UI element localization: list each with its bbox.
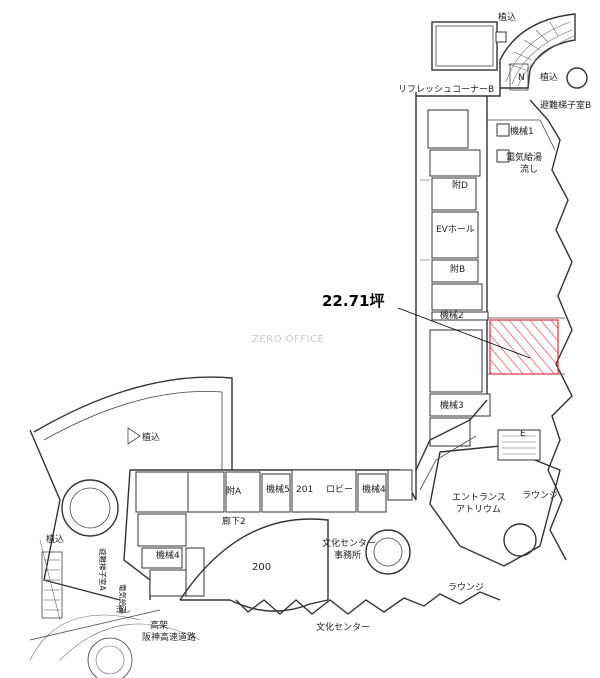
label-kouka-1: 高架 xyxy=(150,619,168,631)
north-wing xyxy=(415,88,573,561)
label-denki-2: 流し xyxy=(520,163,538,175)
watermark: ZERO OFFICE xyxy=(252,334,324,345)
label-hinan-b: 避難梯子室B xyxy=(540,99,591,111)
label-kikai-5: 機械5 xyxy=(266,483,290,495)
label-denki-w2: 流し xyxy=(116,604,131,614)
label-fuku-b: 附B xyxy=(450,263,465,275)
label-shokomi-w2: 植込 xyxy=(46,533,64,545)
label-room-200: 200 xyxy=(252,562,271,573)
label-denki: 電気給湯 xyxy=(506,151,542,163)
label-roka-2: 廊下2 xyxy=(222,515,246,527)
label-lounge-1: ラウンジ xyxy=(522,490,558,501)
label-e-mark: E xyxy=(520,429,526,439)
label-atrium: アトリウム xyxy=(456,504,501,515)
label-bunka-jimu-1: 文化センター xyxy=(322,537,376,549)
label-entrance: エントランス xyxy=(452,492,506,503)
label-kouka-2: 阪神高速道路 xyxy=(142,631,196,643)
area-label-box xyxy=(318,288,398,312)
label-kikai-4b: 機械4 xyxy=(156,549,180,561)
label-kikai-4a: 機械4 xyxy=(362,483,386,495)
label-hinan-a: 避難梯子室A xyxy=(98,548,108,591)
top-room xyxy=(431,21,507,71)
label-ev-hall: EVホール xyxy=(436,224,475,235)
label-kikai-2: 機械2 xyxy=(440,309,464,321)
label-denki-w: 電気給湯 xyxy=(118,584,128,614)
area-label: 22.71坪 xyxy=(322,292,384,310)
label-kikai-3: 機械3 xyxy=(440,399,464,411)
label-shokomi-w: 植込 xyxy=(142,431,160,443)
label-n-mark: N xyxy=(518,73,525,83)
label-shokomi-n: 植込 xyxy=(540,71,558,83)
west-wing xyxy=(29,376,561,678)
label-bunka-center: 文化センター xyxy=(316,621,370,633)
label-kikai-1: 機械1 xyxy=(510,125,534,137)
label-fuku-a: 附A xyxy=(226,485,242,497)
label-refresh-b: リフレッシュコーナーB xyxy=(398,84,494,95)
label-bunka-jimu-2: 事務所 xyxy=(334,549,361,561)
label-shokomi-top: 植込 xyxy=(498,11,516,23)
curved-stair xyxy=(499,13,588,91)
label-lobby: ロビー xyxy=(326,484,353,495)
area-leader-line xyxy=(397,307,531,359)
label-room-201: 201 xyxy=(296,485,313,495)
label-fuku-d: 附D xyxy=(452,179,468,191)
label-lounge-2: ラウンジ xyxy=(448,582,484,593)
